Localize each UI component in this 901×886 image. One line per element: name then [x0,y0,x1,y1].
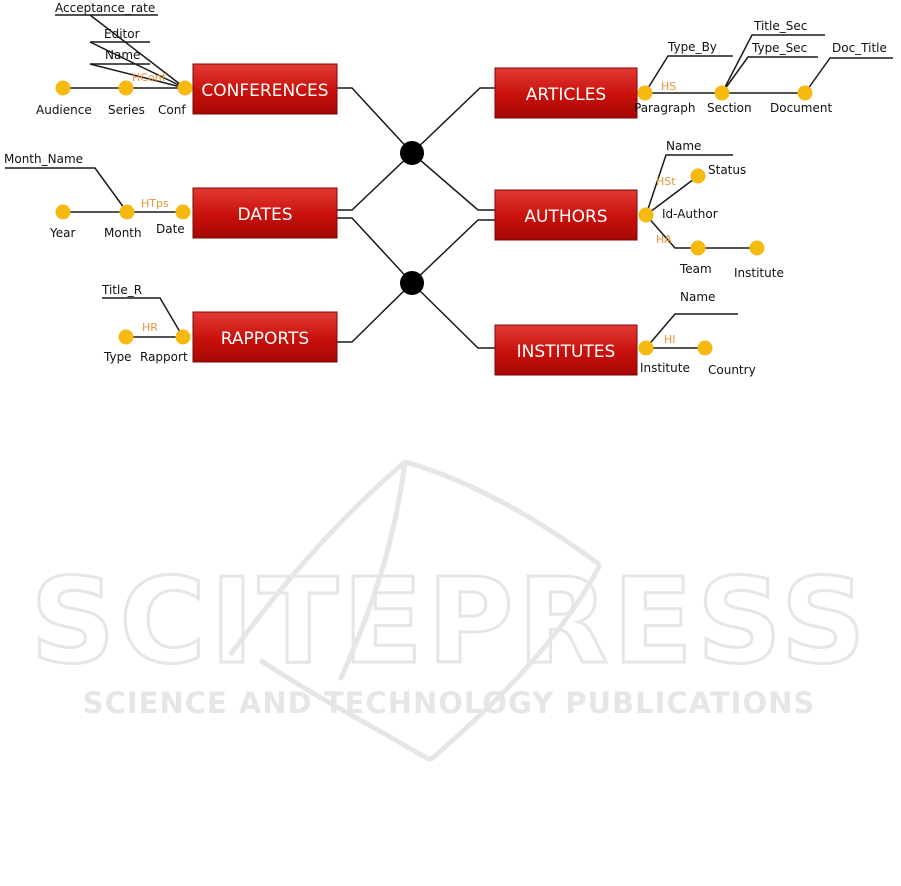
label-team: Team [679,262,712,276]
node-paragraph[interactable] [637,85,653,101]
label-audience: Audience [36,103,92,117]
label-institute: Institute [640,361,690,375]
conf-acceptance-line [89,14,186,89]
watermark-title: SCITEPRESS [30,552,869,690]
rapports-title-line [102,297,184,338]
label-country: Country [708,363,756,377]
label-conf: Conf [158,103,186,117]
node-type[interactable] [118,329,134,345]
link-dates-junction-top [337,152,413,211]
hierarchy-labels: HConf HTps HR HS HSt HA HI [132,71,676,346]
label-author-name: Name [666,139,701,153]
authors-team-line [645,214,757,249]
node-audience[interactable] [55,80,71,96]
watermark: SCITEPRESS SCIENCE AND TECHNOLOGY PUBLIC… [29,459,869,763]
node-team[interactable] [690,240,706,256]
label-doc-title: Doc_Title [832,41,887,55]
label-type: Type [103,350,132,364]
hier-hs: HS [661,80,676,93]
node-document[interactable] [797,85,813,101]
link-institutes-junction [411,282,495,349]
label-type-sec: Type_Sec [751,41,807,55]
node-institute[interactable] [638,340,654,356]
label-conf-name: Name [105,48,140,62]
articles-typesec-line [721,56,818,94]
articles-typeby-line [644,55,733,94]
label-author-institute: Institute [734,266,784,280]
node-series[interactable] [118,80,134,96]
node-author-institute[interactable] [749,240,765,256]
fact-articles[interactable]: ARTICLES [494,67,638,119]
label-document: Document [770,101,832,115]
link-rapports-junction [337,282,413,343]
hier-hr: HR [142,321,158,334]
conf-editor-line [89,41,186,89]
node-section[interactable] [714,85,730,101]
label-status: Status [708,163,746,177]
label-series: Series [108,103,145,117]
label-year: Year [49,226,75,240]
authors-name-line [645,154,733,216]
label-institute-name: Name [680,290,715,304]
link-authors-junction-top [411,152,495,211]
link-dates-junction-bottom [337,217,413,284]
link-authors-junction-bottom [411,219,495,284]
watermark-subtitle: SCIENCE AND TECHNOLOGY PUBLICATIONS [83,686,816,720]
watermark-book-logo [227,459,603,763]
junction-bottom [400,271,424,295]
hier-hconf: HConf [132,71,167,84]
level-labels: Acceptance_rate Editor Name Audience Ser… [4,1,887,377]
link-articles-junction [411,87,495,154]
node-rapport[interactable] [175,329,191,345]
institutes-name-line [645,313,738,349]
fact-authors-label: AUTHORS [524,207,607,227]
fact-rapports-label: RAPPORTS [221,329,309,349]
hier-hi: HI [664,333,676,346]
node-id-author[interactable] [638,207,654,223]
label-acceptance-rate: Acceptance_rate [55,1,155,15]
conf-name-line [89,63,186,89]
node-date[interactable] [175,204,191,220]
fact-conferences[interactable]: CONFERENCES [192,63,338,115]
label-section: Section [707,101,752,115]
node-country[interactable] [697,340,713,356]
fact-institutes-label: INSTITUTES [517,342,616,362]
fact-institutes[interactable]: INSTITUTES [494,324,638,376]
hier-htps: HTps [141,197,169,210]
fact-articles-label: ARTICLES [526,85,606,105]
label-month-name: Month_Name [4,152,83,166]
hier-hst: HSt [656,175,676,188]
label-type-by: Type_By [667,40,717,54]
label-rapport: Rapport [140,350,188,364]
nodes [55,80,813,356]
label-id-author: Id-Author [662,207,718,221]
fact-dates-label: DATES [237,205,292,225]
junction-top [400,141,424,165]
label-editor: Editor [104,27,140,41]
authors-status-line [645,175,699,216]
dates-monthname-line [5,167,128,213]
label-title-r: Title_R [101,283,142,297]
fact-authors[interactable]: AUTHORS [494,189,638,241]
articles-titlesec-line [721,34,825,94]
node-year[interactable] [55,204,71,220]
connectors [5,14,893,349]
node-month[interactable] [119,204,135,220]
fact-dates[interactable]: DATES [192,187,338,239]
hier-ha: HA [656,233,672,246]
articles-doctitle-line [804,57,893,94]
fact-rapports[interactable]: RAPPORTS [192,311,338,363]
link-conferences-junction [337,87,413,154]
label-date: Date [156,222,185,236]
fact-conferences-label: CONFERENCES [201,81,328,101]
label-month: Month [104,226,142,240]
node-conf[interactable] [177,80,193,96]
label-paragraph: Paragraph [634,101,695,115]
label-title-sec: Title_Sec [753,19,807,33]
node-status[interactable] [690,168,706,184]
